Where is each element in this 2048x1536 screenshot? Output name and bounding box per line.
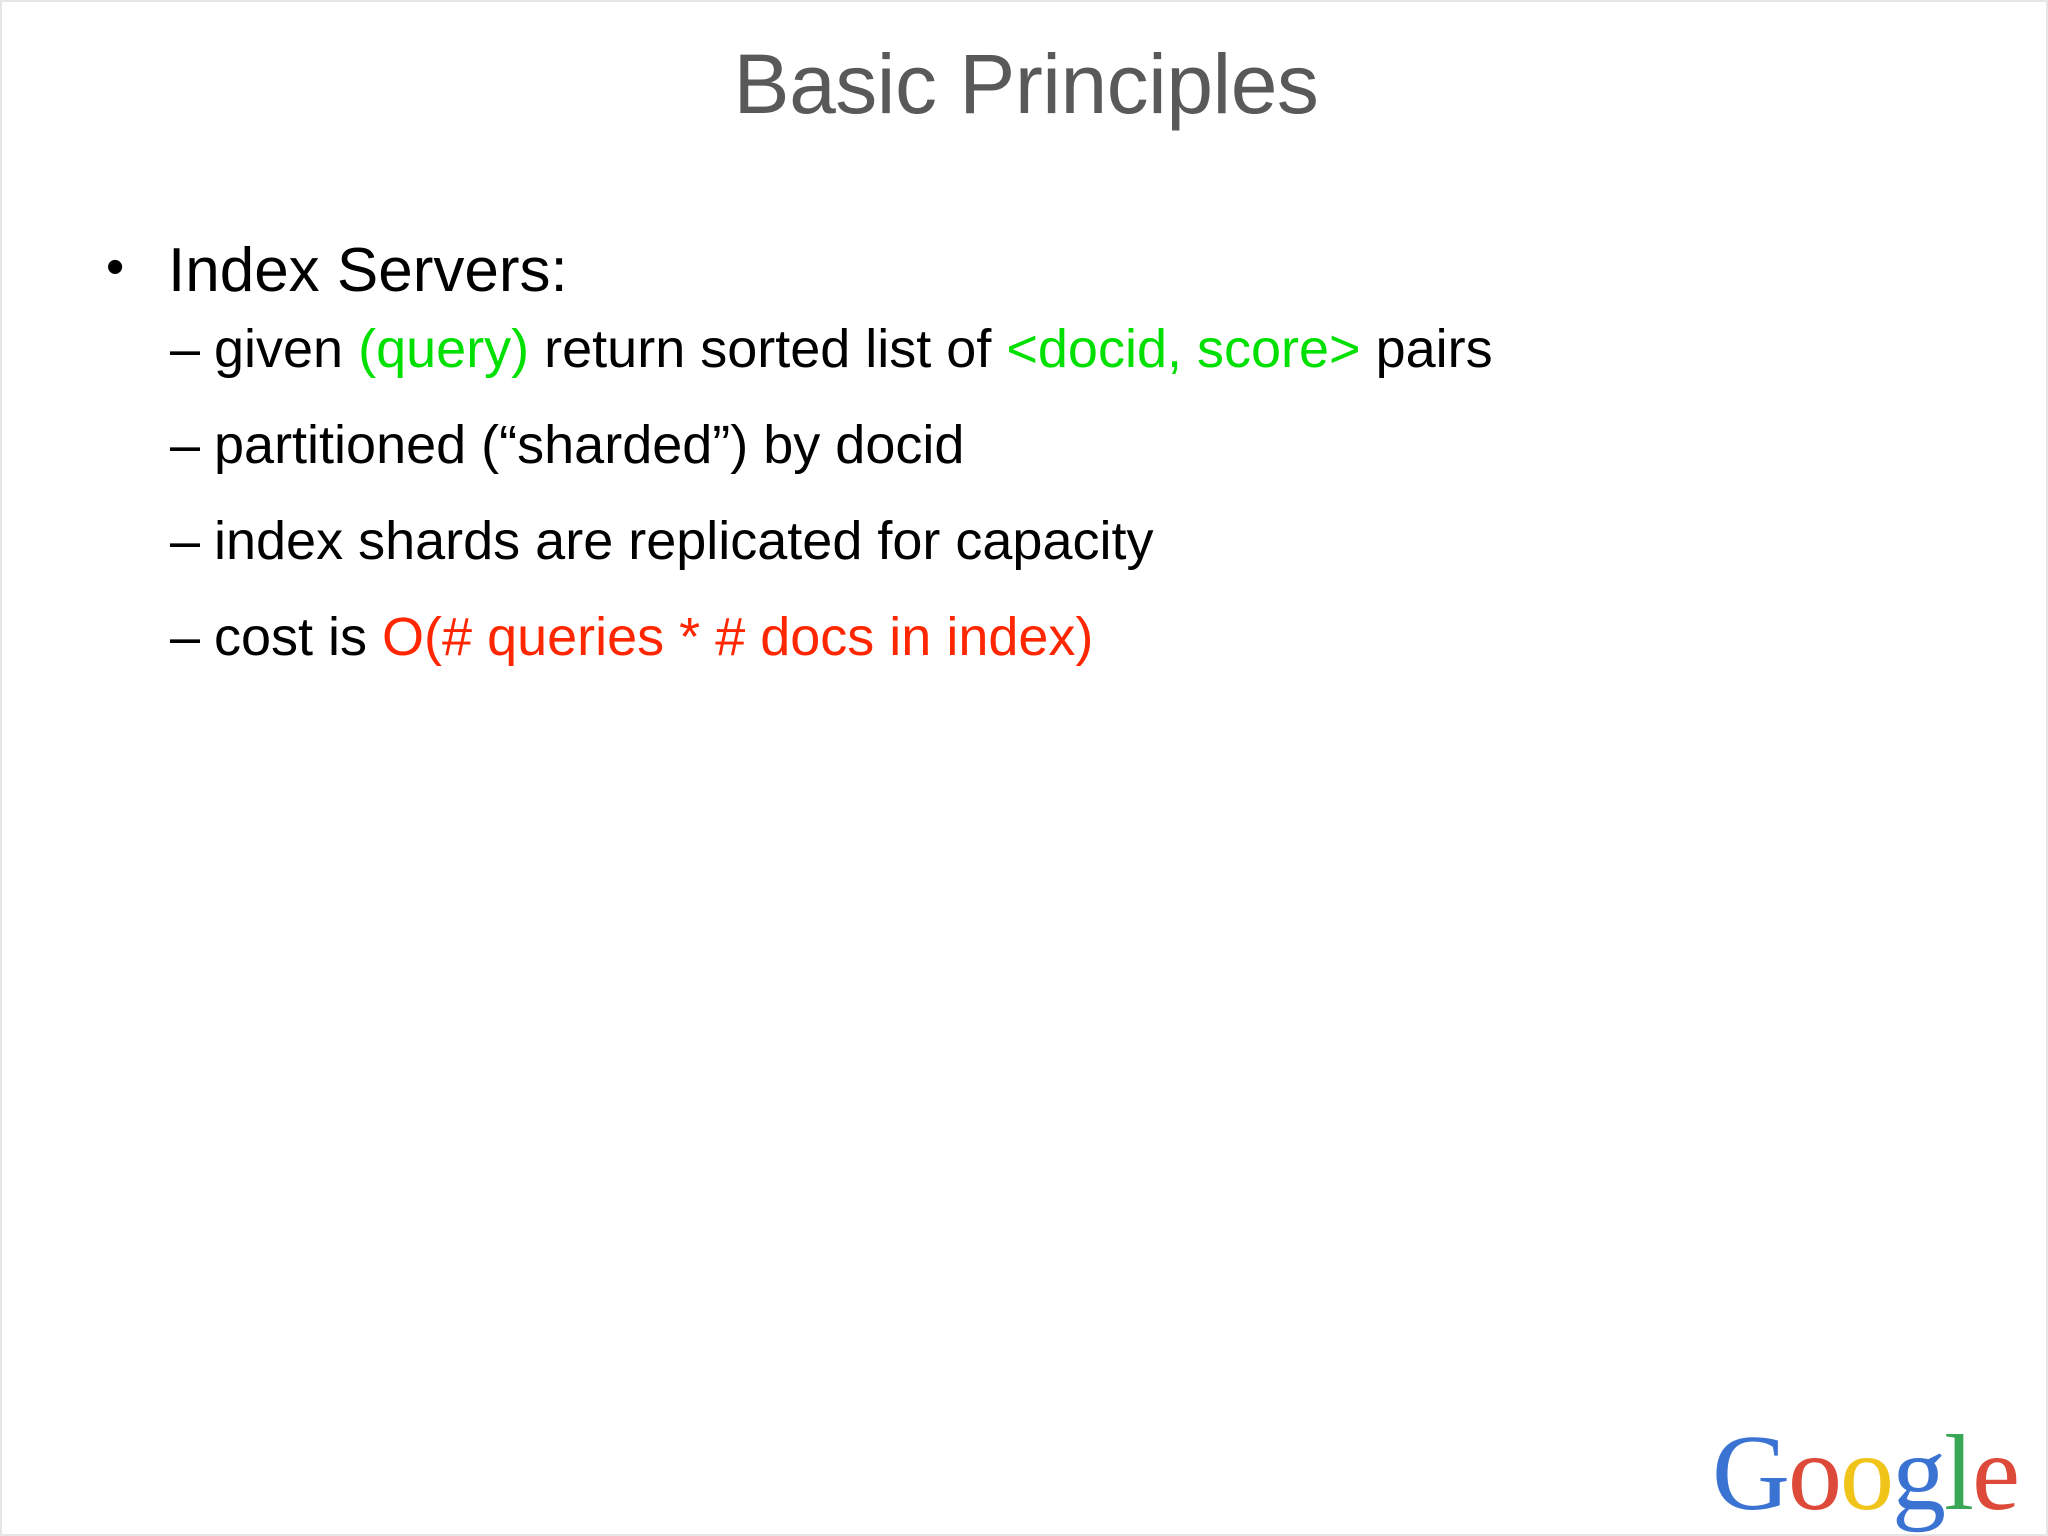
logo-letter-g-upper: G	[1712, 1414, 1790, 1533]
bullet-index-servers: • Index Servers:	[106, 240, 1986, 302]
sub-bullet-index-shards-label: index shards are replicated for capacity	[214, 511, 1154, 571]
logo-letter-o-1: o	[1788, 1414, 1842, 1533]
text-segment-query: (query)	[358, 319, 530, 379]
sub-bullet-partitioned: – partitioned (“sharded”) by docid	[170, 418, 1986, 472]
logo-letter-e: e	[1972, 1414, 2020, 1533]
bullet-dot-icon: •	[106, 238, 125, 296]
text-segment-cost-is: cost is	[214, 607, 383, 667]
slide-body: • Index Servers: – given (query) return …	[106, 240, 1986, 706]
sub-bullet-index-shards: – index shards are replicated for capaci…	[170, 514, 1986, 568]
text-segment-docid-score: <docid, score>	[1006, 319, 1361, 379]
google-logo: Google	[1712, 1420, 2020, 1528]
dash-marker-icon: –	[170, 415, 201, 475]
text-segment-pairs: pairs	[1360, 319, 1493, 379]
dash-marker-icon: –	[170, 607, 201, 667]
logo-letter-o-2: o	[1840, 1414, 1894, 1533]
dash-marker-icon: –	[170, 319, 201, 379]
text-segment-cost-formula: O(# queries * # docs in index)	[382, 607, 1094, 667]
page-title: Basic Principles	[733, 37, 1319, 131]
dash-marker-icon: –	[170, 511, 201, 571]
logo-letter-g-lower: g	[1892, 1414, 1946, 1533]
sub-bullet-given-query: – given (query) return sorted list of <d…	[170, 322, 1986, 376]
logo-letter-l: l	[1944, 1414, 1974, 1533]
text-segment-return-sorted-list-of: return sorted list of	[529, 319, 1007, 379]
sub-bullet-cost-label: cost is O(# queries * # docs in index)	[214, 610, 1986, 664]
sub-bullet-partitioned-label: partitioned (“sharded”) by docid	[214, 415, 965, 475]
sub-bullet-given-query-label: given (query) return sorted list of <doc…	[214, 322, 1986, 376]
bullet-index-servers-label: Index Servers:	[168, 236, 568, 305]
text-segment-given: given	[214, 319, 359, 379]
sub-bullet-cost: – cost is O(# queries * # docs in index)	[170, 610, 1986, 664]
